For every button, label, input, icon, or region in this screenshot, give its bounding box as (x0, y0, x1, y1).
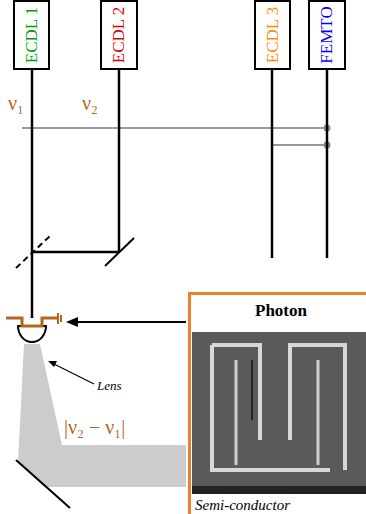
arrow-head (48, 361, 57, 367)
laser-box: ECDL 3 (254, 0, 291, 70)
antenna-symbol (6, 318, 58, 326)
laser-beam (32, 251, 119, 254)
laser-name: ECDL 2 (109, 7, 129, 64)
sem-image (192, 332, 366, 494)
photonic-panel: PhotonSemi-conductor (188, 292, 366, 514)
leader-line (54, 364, 94, 384)
pointer-arrow (76, 321, 186, 323)
panel-caption: Semi-conductor (193, 497, 292, 514)
reference-line (272, 144, 327, 146)
laser-beam (271, 68, 274, 258)
frequency-label: ν₁ (8, 92, 24, 115)
ground-symbol (57, 313, 59, 324)
part-label: Lens (97, 378, 122, 394)
laser-beam (326, 68, 329, 258)
mirror (105, 238, 134, 266)
reference-line (22, 127, 327, 129)
lens-symbol (18, 326, 46, 342)
thz-emission (18, 344, 186, 487)
ground-symbol (60, 315, 62, 322)
panel-title: Photon (255, 301, 307, 321)
frequency-label: ν₂ (82, 92, 98, 115)
mirror (16, 460, 70, 508)
laser-box: ECDL 2 (100, 0, 138, 70)
arrow-head (66, 317, 78, 327)
laser-box: FEMTO (308, 0, 346, 70)
frequency-label: |ν₂ − ν₁| (64, 416, 125, 439)
laser-beam (31, 68, 34, 318)
laser-beam (118, 68, 121, 252)
laser-name: ECDL 3 (263, 7, 283, 64)
laser-box: ECDL 1 (13, 0, 50, 70)
laser-name: ECDL 1 (22, 7, 42, 64)
laser-name: FEMTO (317, 6, 337, 63)
beam-splitter (16, 236, 50, 268)
